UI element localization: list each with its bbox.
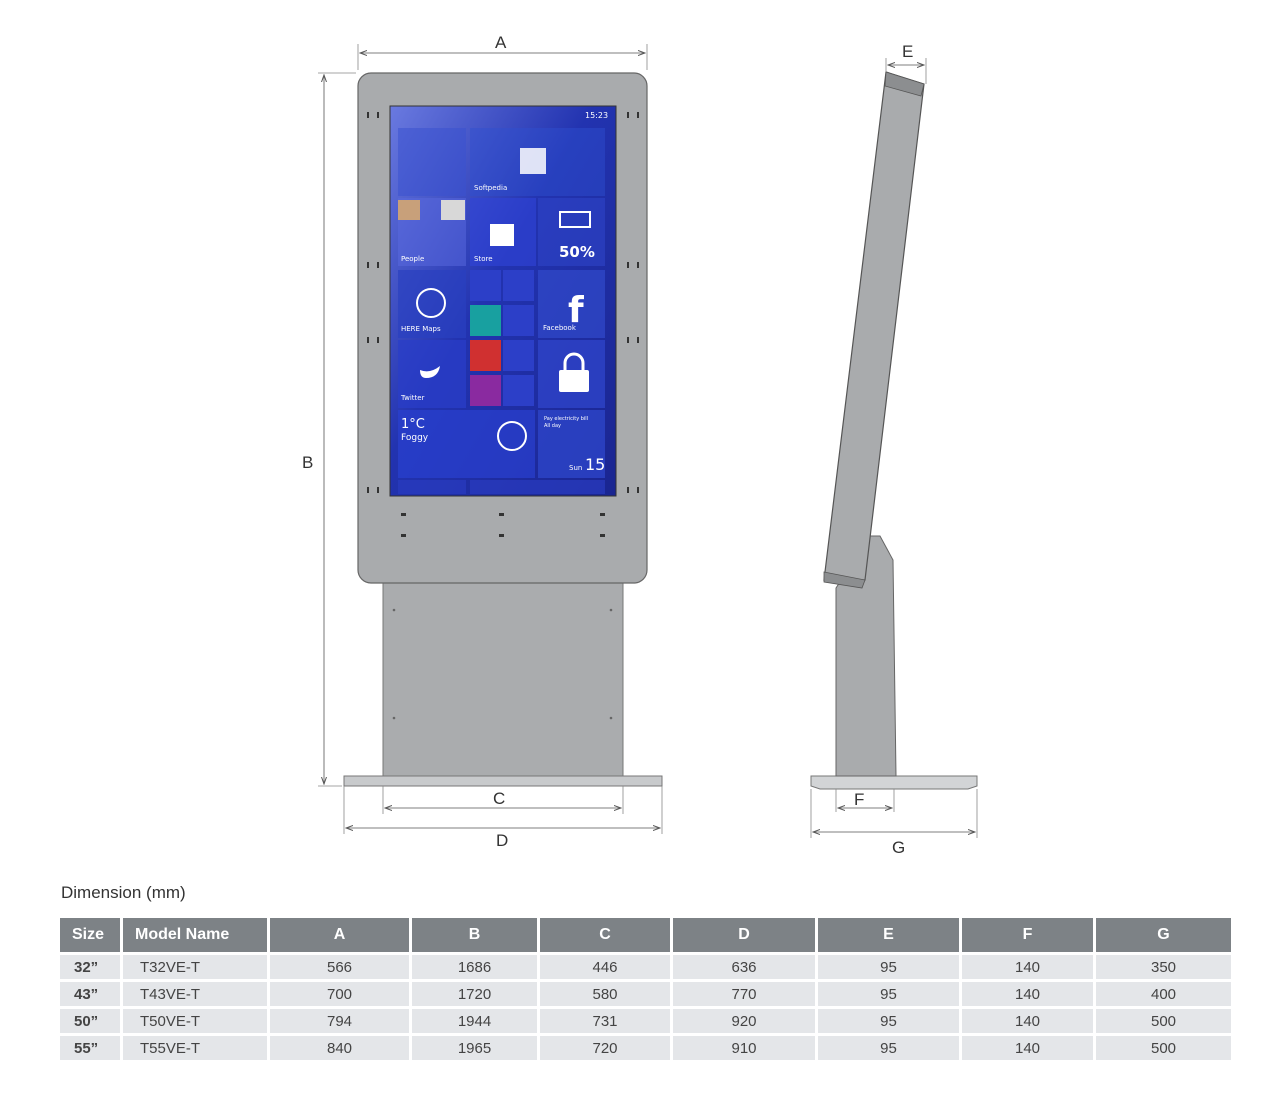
cell-g: 500 — [1096, 1009, 1231, 1033]
dim-label-d: D — [496, 831, 508, 850]
side-base — [810, 775, 978, 790]
cell-d: 770 — [673, 982, 815, 1006]
cell-a: 840 — [270, 1036, 409, 1060]
dim-label-g: G — [892, 838, 905, 857]
weather-temp: 1°C — [401, 417, 425, 432]
header-g: G — [1096, 918, 1231, 952]
table-title: Dimension (mm) — [61, 883, 186, 902]
table-row: 43” T43VE-T 700 1720 580 770 95 140 400 — [60, 982, 1231, 1006]
side-column — [835, 535, 897, 777]
cell-d: 920 — [673, 1009, 815, 1033]
side-display — [823, 71, 925, 581]
header-c: C — [540, 918, 670, 952]
dim-label-b: B — [302, 453, 313, 472]
base-plate — [343, 775, 663, 787]
header-f: F — [962, 918, 1093, 952]
front-view: 15:23 Softpedia People Store 50% HERE Ma… — [302, 33, 663, 850]
cell-size: 43” — [60, 982, 120, 1006]
table-row: 32” T32VE-T 566 1686 446 636 95 140 350 — [60, 955, 1231, 979]
calendar-text: Pay electricity bill — [544, 416, 588, 422]
dim-label-f: F — [854, 790, 864, 809]
column — [382, 581, 624, 777]
cell-b: 1944 — [412, 1009, 537, 1033]
cell-c: 731 — [540, 1009, 670, 1033]
cell-e: 95 — [818, 1009, 959, 1033]
tile-battery: 50% — [559, 243, 595, 261]
cell-model: T55VE-T — [123, 1036, 267, 1060]
header-model-name: Model Name — [123, 918, 267, 952]
cell-f: 140 — [962, 1036, 1093, 1060]
cell-f: 140 — [962, 955, 1093, 979]
cell-model: T50VE-T — [123, 1009, 267, 1033]
cell-g: 350 — [1096, 955, 1231, 979]
table-header-row: Size Model Name A B C D E F G — [60, 918, 1231, 952]
cell-c: 720 — [540, 1036, 670, 1060]
header-size: Size — [60, 918, 120, 952]
cell-c: 446 — [540, 955, 670, 979]
cell-f: 140 — [962, 982, 1093, 1006]
tile-twitter: Twitter — [400, 394, 425, 402]
header-d: D — [673, 918, 815, 952]
side-view: E F G — [810, 42, 978, 857]
cell-d: 636 — [673, 955, 815, 979]
lock-icon — [559, 370, 589, 392]
cell-a: 700 — [270, 982, 409, 1006]
kiosk-dimension-drawing: 15:23 Softpedia People Store 50% HERE Ma… — [302, 33, 978, 857]
twitter-icon — [420, 366, 440, 378]
cell-c: 580 — [540, 982, 670, 1006]
tile-facebook: Facebook — [543, 324, 577, 332]
cell-a: 794 — [270, 1009, 409, 1033]
header-e: E — [818, 918, 959, 952]
start-screen-tiles: 15:23 Softpedia People Store 50% HERE Ma… — [398, 111, 608, 494]
status-time: 15:23 — [585, 111, 608, 120]
cell-size: 32” — [60, 955, 120, 979]
cell-model: T32VE-T — [123, 955, 267, 979]
cell-b: 1965 — [412, 1036, 537, 1060]
weather-desc: Foggy — [401, 433, 429, 443]
header-a: A — [270, 918, 409, 952]
cell-e: 95 — [818, 955, 959, 979]
cell-f: 140 — [962, 1009, 1093, 1033]
header-b: B — [412, 918, 537, 952]
tile-store: Store — [474, 255, 493, 263]
cell-e: 95 — [818, 982, 959, 1006]
table-row: 55” T55VE-T 840 1965 720 910 95 140 500 — [60, 1036, 1231, 1060]
cell-model: T43VE-T — [123, 982, 267, 1006]
cell-g: 500 — [1096, 1036, 1231, 1060]
cell-size: 50” — [60, 1009, 120, 1033]
tile-here-maps: HERE Maps — [401, 325, 441, 333]
calendar-day: Sun — [569, 464, 582, 472]
tile-softpedia: Softpedia — [474, 184, 507, 192]
dim-label-c: C — [493, 789, 505, 808]
cell-b: 1720 — [412, 982, 537, 1006]
calendar-date: 15 — [585, 455, 605, 474]
cell-e: 95 — [818, 1036, 959, 1060]
calendar-sub: All day — [544, 423, 561, 429]
tile-people: People — [401, 255, 424, 263]
table-row: 50” T50VE-T 794 1944 731 920 95 140 500 — [60, 1009, 1231, 1033]
cell-a: 566 — [270, 955, 409, 979]
dim-label-a: A — [495, 33, 507, 52]
cell-b: 1686 — [412, 955, 537, 979]
cell-d: 910 — [673, 1036, 815, 1060]
weather-cloud-icon — [497, 421, 527, 451]
cell-size: 55” — [60, 1036, 120, 1060]
cell-g: 400 — [1096, 982, 1231, 1006]
dimension-table: Size Model Name A B C D E F G 32” T32VE-… — [57, 915, 1234, 1063]
facebook-icon: f — [568, 290, 584, 331]
dim-label-e: E — [902, 42, 913, 61]
